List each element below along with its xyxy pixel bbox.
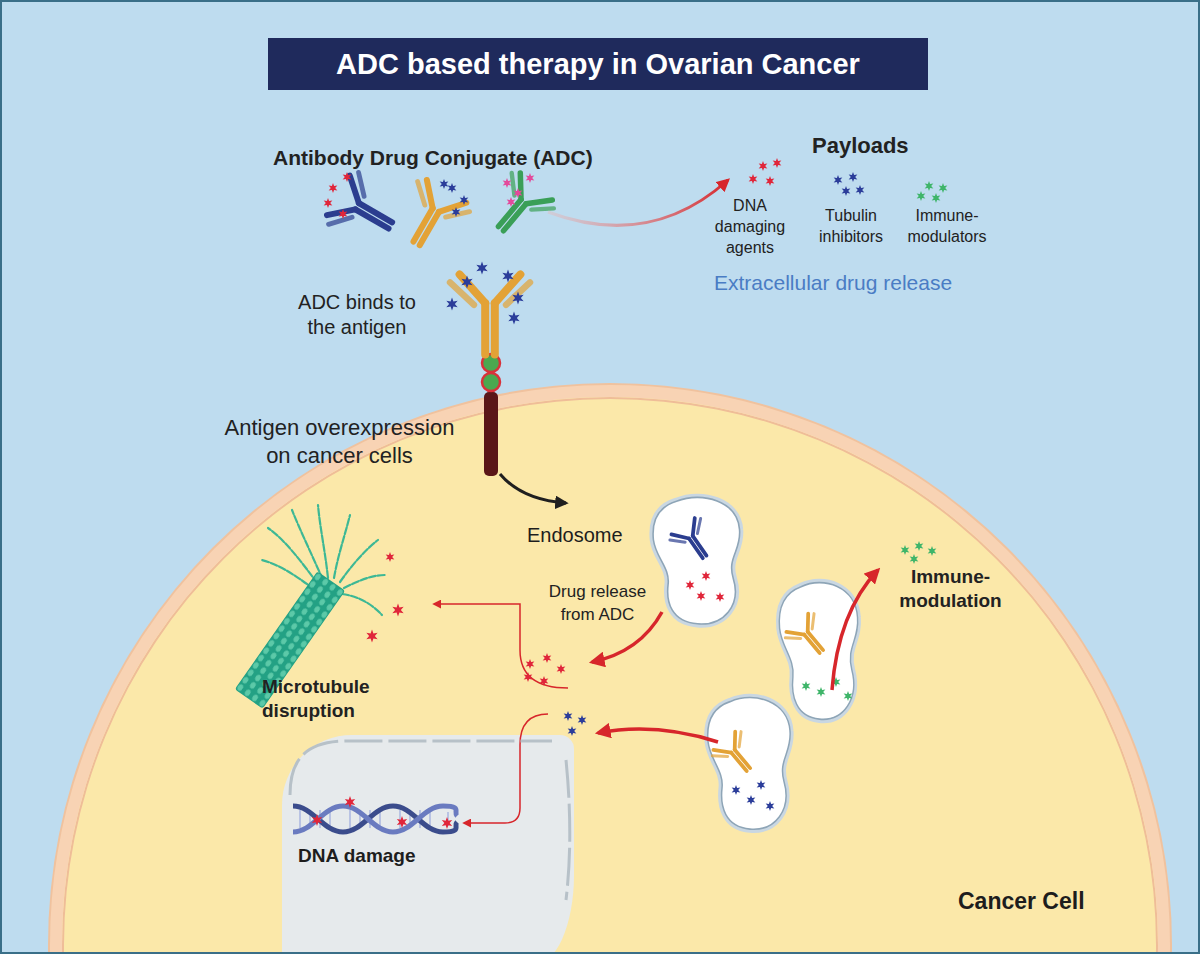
endosome-membrane (653, 497, 740, 624)
payload-star (512, 292, 523, 305)
payload-star (925, 181, 934, 191)
title-banner: ADC based therapy in Ovarian Cancer (268, 38, 928, 90)
payload-star (834, 175, 843, 185)
payload-samples (749, 158, 948, 203)
endosome: Endosome (645, 493, 750, 628)
payload-star (476, 262, 487, 275)
antibody (450, 274, 530, 354)
release-arrow (548, 180, 728, 225)
payload-star (939, 183, 948, 193)
effect-label: Immune-modulation (893, 565, 1008, 613)
payload-star (343, 172, 352, 182)
title-text: ADC based therapy in Ovarian Cancer (268, 38, 928, 90)
payload-star (460, 195, 469, 205)
payload-star (749, 174, 758, 184)
payload-star (446, 298, 457, 311)
payload-star (452, 207, 461, 217)
endosome-label: Endosome (527, 524, 623, 547)
payload-star (526, 173, 535, 183)
payload-star (339, 209, 348, 219)
payload-star (440, 179, 449, 189)
antigen-domain (482, 373, 500, 391)
payload-star (502, 270, 513, 283)
cancer-cell: Cancer Cell EndosomeDNA damage (50, 385, 1170, 954)
step-label: Antigen overexpression on cancer cells (212, 414, 467, 470)
payload-star (503, 178, 512, 188)
payload-star (507, 197, 516, 207)
payload-label: Tubulin inhibitors (811, 205, 891, 247)
antibody (323, 169, 405, 251)
payload-star (766, 176, 775, 186)
nucleus: DNA damage (282, 735, 574, 954)
payload-label: DNA damaging agents (708, 195, 792, 258)
payload-star (932, 193, 941, 203)
step-label: ADC binds to the antigen (287, 290, 427, 340)
heading-label: Payloads (812, 133, 932, 159)
antibody (391, 176, 473, 258)
payload-star (773, 158, 782, 168)
payload-star (324, 198, 333, 208)
payload-star (842, 186, 851, 196)
payload-star (849, 172, 858, 182)
payload-star (448, 183, 457, 193)
step-label: Drug release from ADC (540, 580, 655, 626)
payload-star (856, 185, 865, 195)
payload-star (508, 312, 519, 325)
endosome-halo (653, 497, 740, 624)
payload-star (917, 191, 926, 201)
payload-label: Immune-modulators (899, 205, 995, 247)
payload-star (759, 161, 768, 171)
antigen-domain (482, 354, 500, 372)
payload-star (329, 183, 338, 193)
payload-star (514, 188, 523, 198)
payload-star (461, 276, 472, 289)
antibody (480, 169, 557, 246)
note-label: Extracellular drug release (714, 270, 1014, 295)
nucleus-label: DNA damage (298, 845, 416, 867)
heading-label: Antibody Drug Conjugate (ADC) (273, 145, 653, 170)
effect-label: Microtubule disruption (262, 675, 392, 723)
adc-group (323, 169, 557, 258)
endosome-outline (645, 493, 750, 628)
cell-label: Cancer Cell (958, 888, 1085, 915)
